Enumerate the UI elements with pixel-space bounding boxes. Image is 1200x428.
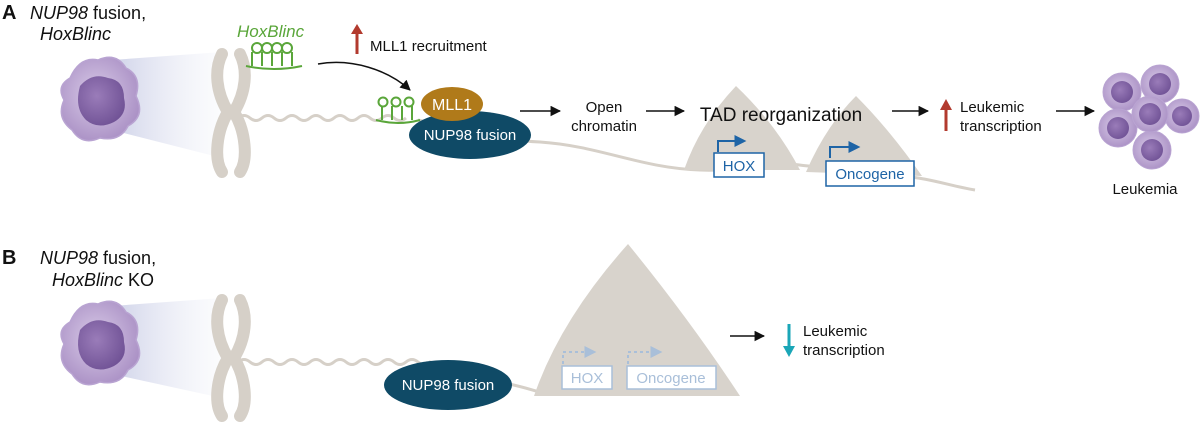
panel-b-hox-tss-arrow	[562, 346, 597, 364]
panel-a-leukemic-line2: transcription	[960, 118, 1042, 135]
panel-a-oncogene-label: Oncogene	[835, 166, 904, 183]
panel-b-nup98-label: NUP98 fusion	[402, 377, 495, 394]
panel-a-recruit-label: MLL1 recruitment	[370, 38, 488, 55]
panel-a-hox-tss-arrow	[717, 135, 747, 152]
panel-b-down-arrow-icon	[783, 324, 795, 357]
panel-a-nup98-fusion	[409, 111, 531, 159]
panel-b-condition-line2: HoxBlinc KO	[52, 270, 154, 290]
panel-a-leukemic-up-arrow-icon	[940, 99, 952, 131]
panel-a-chromosome-icon	[211, 48, 251, 178]
panel-b-fusion-suffix: fusion,	[98, 248, 156, 268]
panel-a-open-line1: Open	[586, 99, 623, 116]
panel-b-ko-suffix: KO	[123, 270, 154, 290]
panel-a-up-arrow-icon	[351, 24, 363, 54]
panel-a-oncogene-tss-arrow	[829, 141, 861, 158]
panel-a-tad-1	[684, 86, 800, 170]
panel-b-lncrna-name: HoxBlinc	[52, 270, 123, 290]
panel-a-nup98-label: NUP98 fusion	[424, 127, 517, 144]
panel-b-oncogene-tss-arrow	[627, 346, 663, 364]
panel-b-letter: B	[2, 247, 16, 269]
panel-b-nup98-fusion	[384, 360, 512, 410]
panel-a-condition-line2: HoxBlinc	[40, 24, 111, 44]
panel-a-letter: A	[2, 2, 16, 24]
panel-a-tad-2	[806, 96, 922, 176]
panel-b-leukemic-line2: transcription	[803, 342, 885, 359]
panel-b-oncogene-label: Oncogene	[636, 370, 705, 387]
panel-b-hox-box	[561, 365, 613, 390]
panel-b-condition-line1: NUP98 fusion,	[40, 248, 156, 268]
panel-a-condition-line1: NUP98 fusion,	[30, 3, 146, 23]
panel-a-mll1-protein	[421, 87, 483, 121]
panel-a-leukemia-cluster-icon	[1098, 64, 1200, 170]
panel-a-gene-name: NUP98	[30, 3, 88, 23]
panel-b-cell-icon	[60, 298, 222, 398]
panel-b-oncogene-box	[626, 365, 717, 390]
panel-b-tad	[534, 244, 740, 396]
panel-b-chromosome-icon	[211, 294, 251, 422]
panel-a-hox-label: HOX	[723, 158, 756, 175]
panel-b-hox-label: HOX	[571, 370, 604, 387]
panel-a-mll1-label: MLL1	[432, 97, 472, 114]
panel-b-chromatin-fiber	[237, 358, 541, 394]
panel-a-bound-lncrna-icon	[375, 96, 421, 124]
panel-b-gene-name: NUP98	[40, 248, 98, 268]
panel-a-open-line2: chromatin	[571, 118, 637, 135]
panel-a: A NUP98 fusion, HoxBlinc HoxBlinc	[2, 2, 1200, 198]
panel-b-leukemic-line1: Leukemic	[803, 323, 868, 340]
panel-b: B NUP98 fusion, HoxBlinc KO NUP98 fusion…	[2, 244, 885, 422]
panel-a-hox-box	[713, 152, 765, 178]
panel-a-lncrna-label: HoxBlinc	[237, 22, 305, 41]
panel-a-lncrna-icon	[245, 42, 303, 70]
panel-a-fusion-suffix: fusion,	[88, 3, 146, 23]
panel-a-recruit-arrow	[317, 61, 411, 91]
panel-a-leukemia-label: Leukemia	[1112, 181, 1178, 198]
panel-a-leukemic-line1: Leukemic	[960, 99, 1025, 116]
panel-a-cell-icon	[60, 52, 222, 158]
panel-a-oncogene-box	[825, 160, 915, 187]
panel-a-tad-label: TAD reorganization	[700, 105, 862, 126]
